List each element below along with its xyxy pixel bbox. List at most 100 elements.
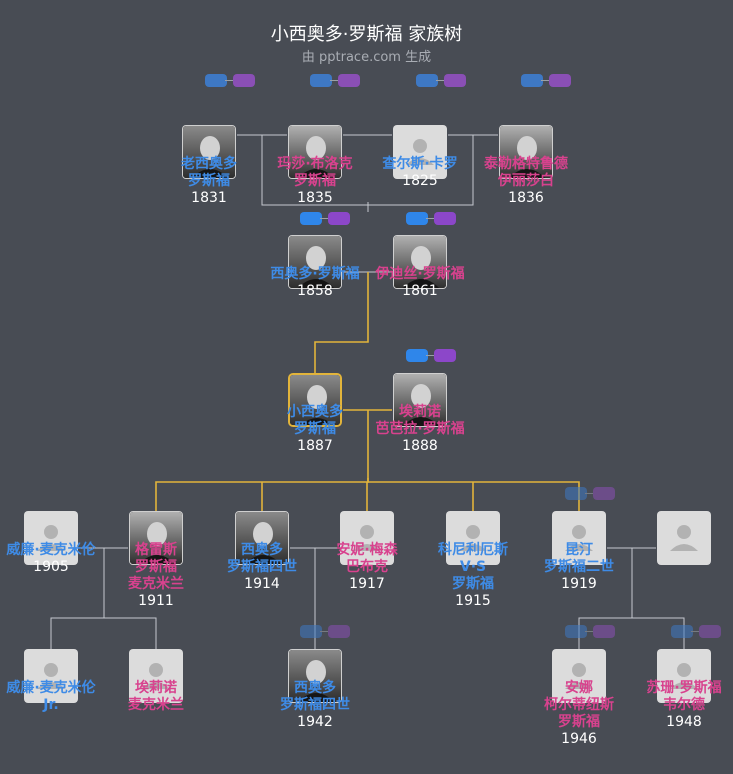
avatar-placeholder-icon[interactable] (24, 511, 78, 565)
person-name: 苏珊·罗斯福 (646, 680, 722, 696)
portrait-photo[interactable] (182, 125, 236, 179)
person-name: 罗斯福二世 (544, 559, 614, 575)
expand-parents-button[interactable] (671, 625, 693, 638)
expand-controls (205, 74, 255, 87)
link-icon (330, 80, 340, 81)
avatar-placeholder-icon[interactable] (552, 649, 606, 703)
portrait-photo[interactable] (393, 235, 447, 289)
link-icon (320, 631, 330, 632)
avatar-placeholder-icon[interactable] (552, 511, 606, 565)
expand-parents-button[interactable] (310, 74, 332, 87)
person-name: 罗斯福 (294, 421, 336, 437)
expand-controls (310, 74, 360, 87)
expand-parents-button[interactable] (565, 625, 587, 638)
expand-spouse-button[interactable] (549, 74, 571, 87)
expand-parents-button[interactable] (565, 487, 587, 500)
portrait-photo[interactable] (288, 235, 342, 289)
expand-spouse-button[interactable] (328, 212, 350, 225)
expand-parents-button[interactable] (300, 625, 322, 638)
avatar-placeholder-icon[interactable] (129, 649, 183, 703)
expand-spouse-button[interactable] (593, 487, 615, 500)
expand-parents-button[interactable] (521, 74, 543, 87)
person-name: 麦克米兰 (128, 576, 184, 592)
expand-parents-button[interactable] (205, 74, 227, 87)
birth-year: 1835 (297, 190, 333, 206)
expand-spouse-button[interactable] (434, 212, 456, 225)
avatar-placeholder-icon[interactable] (24, 649, 78, 703)
avatar-placeholder-icon[interactable] (340, 511, 394, 565)
portrait-photo[interactable] (499, 125, 553, 179)
expand-spouse-button[interactable] (328, 625, 350, 638)
person-name: 小西奥多 (287, 404, 343, 420)
portrait-photo[interactable] (129, 511, 183, 565)
person-name: 芭芭拉·罗斯福 (375, 421, 465, 437)
link-icon (320, 218, 330, 219)
tree-subtitle: 由 pptrace.com 生成 (301, 50, 432, 65)
person-name: 柯尔蒂纽斯 (544, 697, 614, 713)
expand-controls (565, 487, 615, 500)
family-connector (261, 135, 369, 206)
expand-controls (521, 74, 571, 87)
portrait-photo[interactable] (235, 511, 289, 565)
portrait-photo[interactable] (288, 649, 342, 703)
link-icon (541, 80, 551, 81)
person-name: 威廉·麦克米伦 (6, 680, 96, 696)
expand-controls (416, 74, 466, 87)
person-card[interactable]: 埃莉诺麦克米兰 (96, 680, 216, 714)
expand-spouse-button[interactable] (699, 625, 721, 638)
person-name: V·S (459, 559, 487, 575)
expand-parents-button[interactable] (406, 349, 428, 362)
portrait-photo[interactable] (393, 373, 447, 427)
birth-year: 1911 (138, 593, 174, 609)
expand-spouse-button[interactable] (593, 625, 615, 638)
portrait-photo[interactable] (288, 125, 342, 179)
person-name: 西奥多 (241, 542, 283, 558)
expand-spouse-button[interactable] (233, 74, 255, 87)
expand-parents-button[interactable] (300, 212, 322, 225)
portrait-photo[interactable] (288, 373, 342, 427)
birth-year: 1905 (33, 559, 69, 575)
person-name: 韦尔德 (663, 697, 705, 713)
person-name: 昆汀 (565, 542, 593, 558)
person-name: 西奥多·罗斯福 (270, 266, 360, 282)
birth-year: 1861 (402, 283, 438, 299)
expand-parents-button[interactable] (416, 74, 438, 87)
avatar-placeholder-icon[interactable] (657, 649, 711, 703)
expand-parents-button[interactable] (406, 212, 428, 225)
person-name: 老西奥多 (181, 156, 237, 172)
expand-spouse-button[interactable] (434, 349, 456, 362)
person-name: 威廉·麦克米伦 (6, 542, 96, 558)
person-name: 格雷斯 (135, 542, 177, 558)
avatar-placeholder-icon[interactable] (446, 511, 500, 565)
person-name: 科尼利厄斯 (438, 542, 508, 558)
person-name: 伊迪丝·罗斯福 (375, 266, 465, 282)
expand-spouse-button[interactable] (444, 74, 466, 87)
expand-spouse-button[interactable] (338, 74, 360, 87)
birth-year: 1888 (402, 438, 438, 454)
family-connector (50, 548, 105, 649)
person-name: 泰勒格特鲁德 (484, 156, 568, 172)
avatar-placeholder-icon[interactable] (657, 511, 711, 565)
avatar-placeholder-icon[interactable] (393, 125, 447, 179)
person-name: 伊丽莎白 (498, 173, 554, 189)
person-name: 罗斯福 (558, 714, 600, 730)
